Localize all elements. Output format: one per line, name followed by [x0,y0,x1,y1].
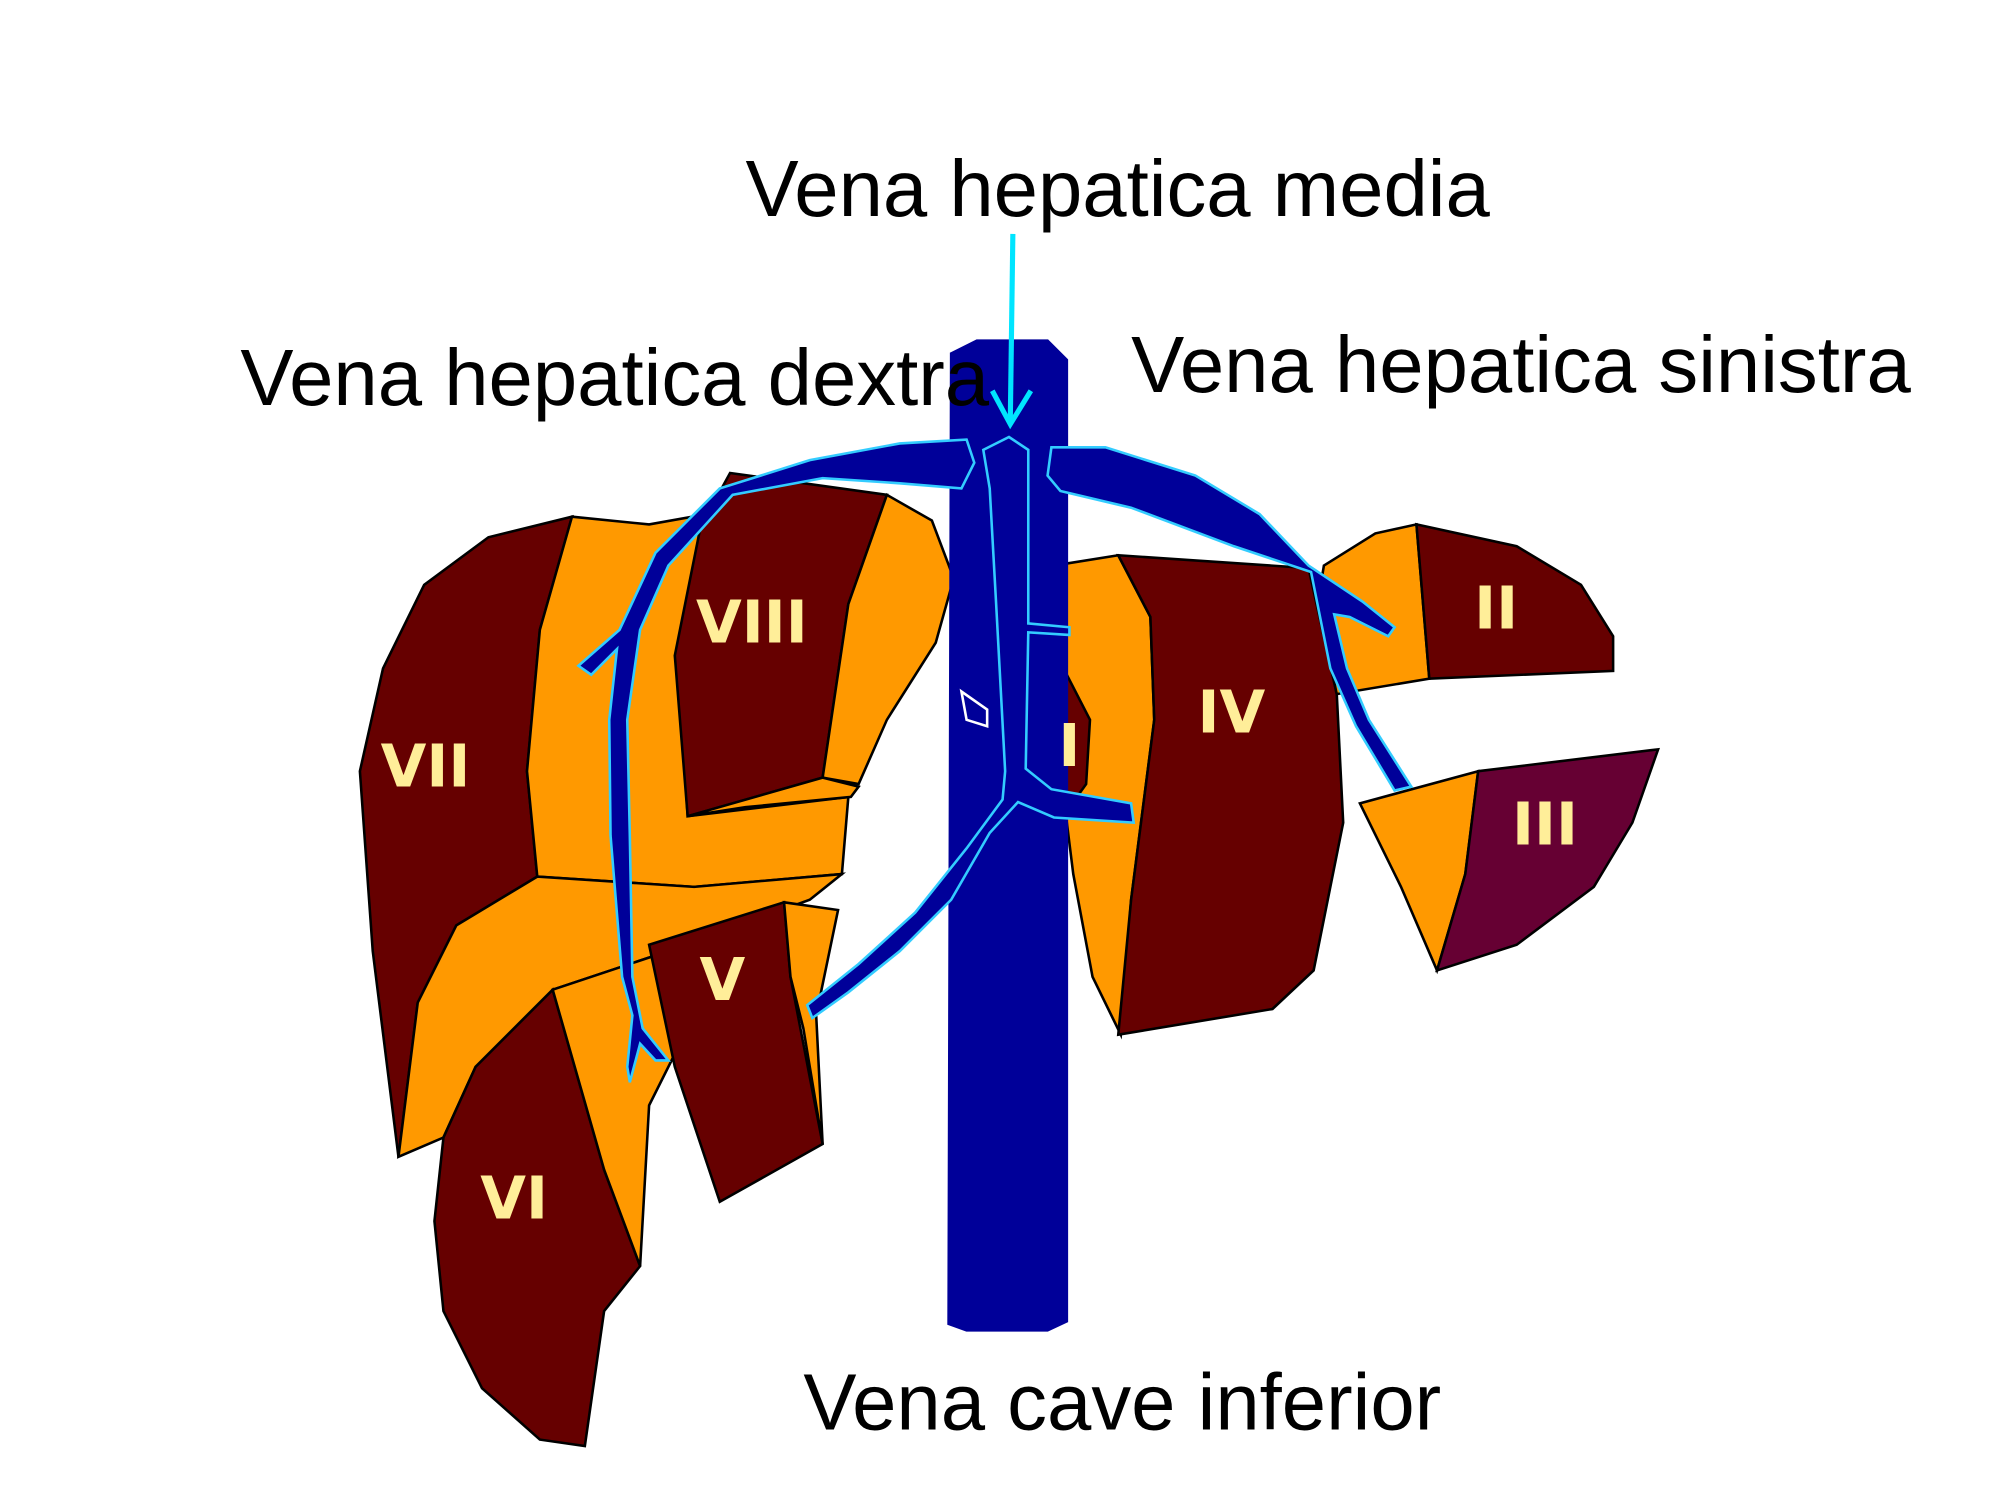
vena-hepatica-sinistra-vessel [1046,446,1414,792]
segment-label-vii: VII [381,732,471,801]
label-vena-hepatica-sinistra: Vena hepatica sinistra [1131,320,1911,409]
vena-cava-inferior [947,339,1069,1332]
segment-viii-lower-band [687,776,861,818]
vena-hepatica-dextra-vessel [576,438,976,1083]
segment-iv-dark [1116,553,1345,1037]
segment-viii-region [673,471,956,818]
label-vena-hepatica-media: Vena hepatica media [746,144,1491,233]
segment-iii-region [1358,747,1660,975]
label-vena-cava-inferior: Vena cave inferior [803,1357,1441,1446]
segment-label-iv: IV [1197,678,1265,747]
vena-hepatica-media-vessel [805,435,1136,1020]
segment-label-iii: III [1512,789,1578,858]
small-vein-branch [959,688,989,728]
vena-hepatica-media-arrow [990,233,1034,430]
segment-viii-light [821,492,956,786]
segment-vi-dark [433,987,642,1448]
segment-label-ii: II [1474,574,1518,643]
segment-label-i: I [1058,711,1080,780]
segment-v-light [782,900,840,1145]
segment-iii-dark [1435,747,1660,973]
segment-label-vi: VI [480,1164,548,1233]
segment-label-viii: VIII [696,588,808,657]
label-vena-hepatica-dextra: Vena hepatica dextra [240,333,989,422]
segment-label-v: V [699,945,745,1014]
segment-ii-dark [1415,522,1615,680]
